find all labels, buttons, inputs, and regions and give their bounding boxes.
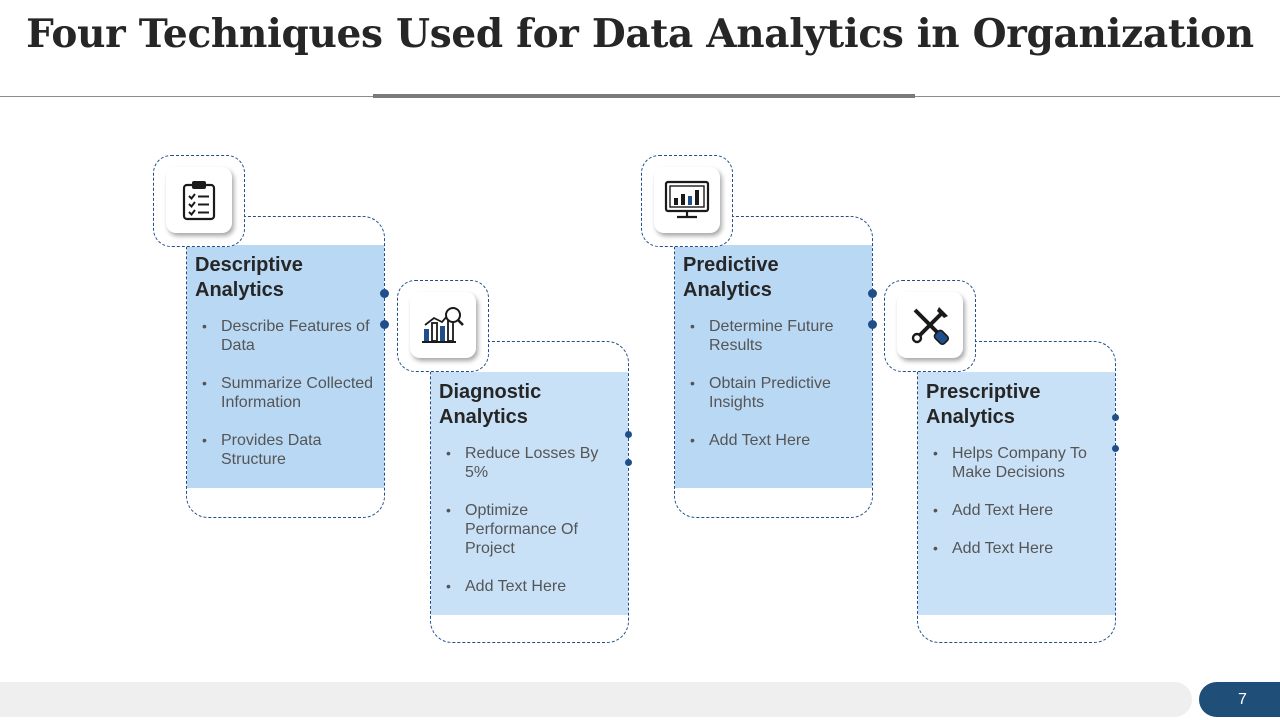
bullet-item: Reduce Losses By 5% [446,444,620,482]
card-title: Predictive Analytics [683,254,779,301]
icon-tile [410,292,476,358]
card-title: Diagnostic Analytics [439,381,542,428]
card-panel: Predictive Analytics Determine Future Re… [675,245,872,488]
icon-frame [884,280,976,372]
connector-dot [625,459,632,466]
card-panel: Descriptive Analytics Describe Features … [187,245,384,488]
icon-tile [897,292,963,358]
bullet-list: Determine Future Results Obtain Predicti… [683,317,864,450]
connector-dot [868,320,877,329]
connector-dot [1112,445,1119,452]
chart-magnifier-icon [422,307,464,343]
card-panel: Prescriptive Analytics Helps Company To … [918,372,1115,615]
icon-frame [397,280,489,372]
card-title: Descriptive Analytics [195,254,303,301]
connector-dot [380,289,389,298]
icon-frame [641,155,733,247]
connector-dot [868,289,877,298]
card-title: Prescriptive Analytics [926,381,1041,428]
icon-tile [654,167,720,233]
bullet-item: Add Text Here [933,539,1107,558]
bullet-item: Add Text Here [446,577,620,596]
bullet-item: Add Text Here [690,431,864,450]
card-prescriptive-analytics: Prescriptive Analytics Helps Company To … [917,341,1116,643]
monitor-chart-icon [664,180,710,219]
bullet-item: Describe Features of Data [202,317,376,355]
card-descriptive-analytics: Descriptive Analytics Describe Features … [186,216,385,518]
title-accent-bar [373,94,915,98]
card-panel: Diagnostic Analytics Reduce Losses By 5%… [431,372,628,615]
bullet-list: Describe Features of Data Summarize Coll… [195,317,376,469]
connector-dot [1112,414,1119,421]
bullet-item: Obtain Predictive Insights [690,374,864,412]
tools-icon [911,307,950,346]
card-predictive-analytics: Predictive Analytics Determine Future Re… [674,216,873,518]
connector-dot [625,431,632,438]
bullet-item: Helps Company To Make Decisions [933,444,1107,482]
page-number: 7 [1199,682,1280,717]
icon-tile [166,167,232,233]
bullet-item: Provides Data Structure [202,431,376,469]
slide-title: Four Techniques Used for Data Analytics … [26,11,1254,57]
bullet-item: Summarize Collected Information [202,374,376,412]
footer-bar [0,682,1192,717]
connector-dot [380,320,389,329]
card-diagnostic-analytics: Diagnostic Analytics Reduce Losses By 5%… [430,341,629,643]
bullet-item: Add Text Here [933,501,1107,520]
bullet-item: Determine Future Results [690,317,864,355]
bullet-item: Optimize Performance Of Project [446,501,620,558]
icon-frame [153,155,245,247]
clipboard-checklist-icon [182,181,216,221]
bullet-list: Reduce Losses By 5% Optimize Performance… [439,444,620,596]
bullet-list: Helps Company To Make Decisions Add Text… [926,444,1107,558]
